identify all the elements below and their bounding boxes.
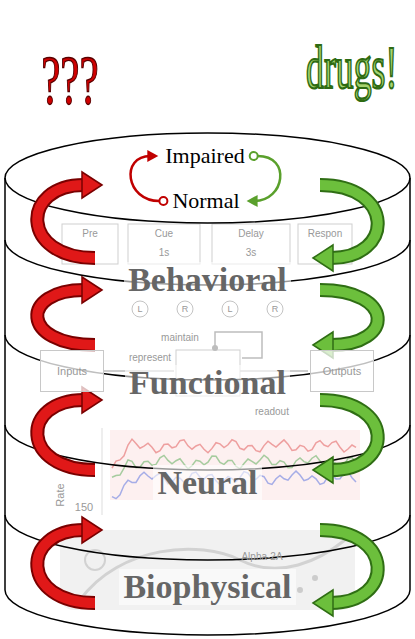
task-phase: Cue <box>155 228 173 239</box>
arrow-head <box>247 195 258 207</box>
tail-circle <box>159 197 167 205</box>
layer-arrows <box>37 172 377 616</box>
layer-band: Neural <box>5 441 410 525</box>
drugs-callout: drugs! <box>306 33 397 103</box>
layer-band: Functional Inputs Outputs <box>5 340 410 426</box>
plot-band <box>110 430 360 500</box>
task-panel <box>128 224 200 264</box>
task-phase: Pre <box>82 228 98 239</box>
cylinder-wall <box>5 178 410 635</box>
flow-label: readout <box>255 406 289 417</box>
task-phase: Respon <box>308 228 342 239</box>
arrow-head <box>82 277 102 303</box>
choice-circle <box>177 301 193 317</box>
choice-letter: R <box>272 304 279 314</box>
node-text: Impaired <box>163 144 246 168</box>
choice-circle <box>132 301 148 317</box>
node-text: Inputs <box>57 365 87 377</box>
state-label: Impaired <box>163 144 246 168</box>
phase-duration: 3s <box>246 247 257 258</box>
maintain-loop <box>215 332 262 358</box>
receptor-label: Alpha-2A <box>241 551 282 562</box>
node-text: Outputs <box>323 365 362 377</box>
node-text: Functional <box>125 365 290 401</box>
node-text: Neural <box>153 465 261 501</box>
choice-circle <box>222 301 238 317</box>
cylinder-top <box>5 133 410 223</box>
node-text: Normal <box>170 189 241 213</box>
function-box: Outputs <box>310 350 374 392</box>
tail-circle <box>250 152 258 160</box>
vesicle-dot <box>297 587 303 593</box>
task-panel <box>212 224 290 264</box>
transition-curve <box>131 156 160 201</box>
arrow-head <box>313 590 333 616</box>
arrow-head <box>313 245 333 271</box>
layer-band: Behavioral <box>5 238 410 322</box>
function-box: Inputs <box>40 350 104 392</box>
state-transition-arrow <box>131 150 168 205</box>
arrow-head <box>82 172 102 198</box>
state-label: Normal <box>170 189 241 213</box>
task-phase: Delay <box>238 228 264 239</box>
state-transition-arrow <box>247 152 281 207</box>
question-marks: ??? <box>41 40 99 120</box>
flow-label: represent <box>129 352 171 363</box>
plot-axis <box>102 428 103 515</box>
axis-tick: 150 <box>75 501 93 513</box>
choice-letter: R <box>182 304 189 314</box>
flow-label: maintain <box>161 332 199 343</box>
node-text: Behavioral <box>124 262 291 298</box>
node-text: Biophysical <box>119 569 295 605</box>
cell-picture <box>60 530 355 610</box>
choice-letter: L <box>137 304 142 314</box>
transition-curve <box>255 156 281 201</box>
axis-label: Rate <box>54 483 66 506</box>
vesicle-dot <box>312 575 318 581</box>
loop-dot <box>212 345 218 351</box>
arrow-head <box>147 150 158 162</box>
arrow-head <box>313 457 333 483</box>
layer-band: Biophysical <box>5 545 410 629</box>
choice-letter: L <box>227 304 232 314</box>
arrow-head <box>82 517 102 543</box>
choice-circle <box>267 301 283 317</box>
phase-duration: 1s <box>159 247 170 258</box>
